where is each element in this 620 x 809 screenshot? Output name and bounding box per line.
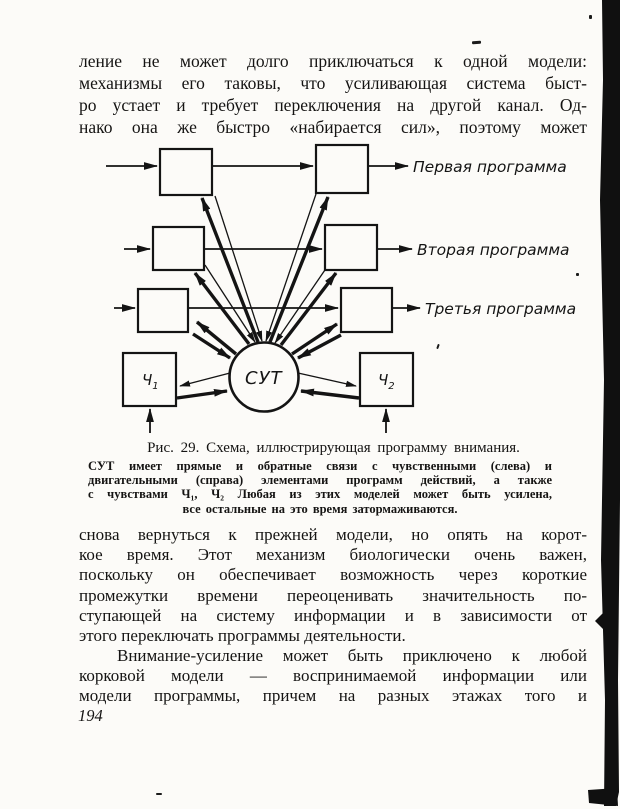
sense2-box [358, 351, 415, 408]
scan-speck [156, 793, 162, 795]
text-line: кое время. Этот механизм биологически оч… [79, 545, 587, 565]
program3-label: Третья программа [425, 300, 576, 318]
text-line: снова вернуться к прежней модели, но опя… [79, 525, 587, 544]
program2-label: Вторая программа [417, 241, 570, 259]
text-line: ступающей на систему информации и в зави… [79, 605, 587, 625]
scan-speck [576, 273, 579, 276]
text-line: корковой модели — воспринимаемой информа… [79, 666, 587, 686]
text-line: поскольку он обеспечивает возможность че… [79, 565, 587, 585]
text-line: модели программы, причем на разных этажа… [79, 686, 587, 706]
program1-label: Первая программа [413, 158, 567, 176]
scan-speck [589, 15, 592, 19]
text-line: СУТ имеет прямые и обратные связи с чувс… [88, 459, 552, 473]
figure-caption-title: Рис. 29. Схема, иллюстрирующая программу… [147, 440, 520, 456]
sense1-label: Ч1 [142, 371, 159, 392]
text-line: этого переключать программы деятельности… [79, 626, 406, 646]
text-line: все остальные на это время затормаживают… [182, 501, 458, 516]
program2-left-box [151, 225, 206, 272]
paragraph-middle: снова вернуться к прежней модели, но опя… [79, 525, 587, 646]
text-line: механизмы его таковы, что усиливающая си… [79, 73, 587, 93]
paragraph-top: ление не может долго приключаться к одно… [79, 50, 587, 138]
flow-arrows [106, 162, 421, 433]
hub-circle [228, 341, 300, 413]
scan-binding-shadow [588, 0, 620, 806]
sense1-box [121, 351, 178, 408]
hub-label: СУТ [245, 368, 284, 389]
figure-caption-text: СУТ имеет прямые и обратные связи с чувс… [88, 459, 552, 516]
program-boxes [121, 143, 415, 408]
text-line: ление не может долго приключаться к одно… [79, 51, 587, 71]
page-number: 194 [78, 706, 103, 725]
sense2-label: Ч2 [378, 371, 395, 392]
text-line: с чувствами Ч₁, Ч₂ Любая из этих моделей… [88, 487, 552, 502]
text-line: ро устает и требует переключения на друг… [79, 95, 587, 115]
text-line: промежутки времени переоценивать значите… [79, 585, 587, 605]
program3-right-box [339, 286, 394, 334]
program1-right-box [314, 143, 370, 195]
text-line: двигательными (справа) элементами програ… [88, 473, 552, 488]
text-line: Внимание-усиление может быть приключено … [117, 646, 587, 665]
text-line: нако она же быстро «набирается сил», поэ… [79, 117, 587, 137]
program3-left-box [136, 287, 190, 334]
hub-connections [176, 193, 360, 400]
program1-left-box [158, 147, 214, 197]
paragraph-bottom: Внимание-усиление может быть приключено … [79, 646, 587, 707]
program2-right-box [323, 223, 379, 272]
